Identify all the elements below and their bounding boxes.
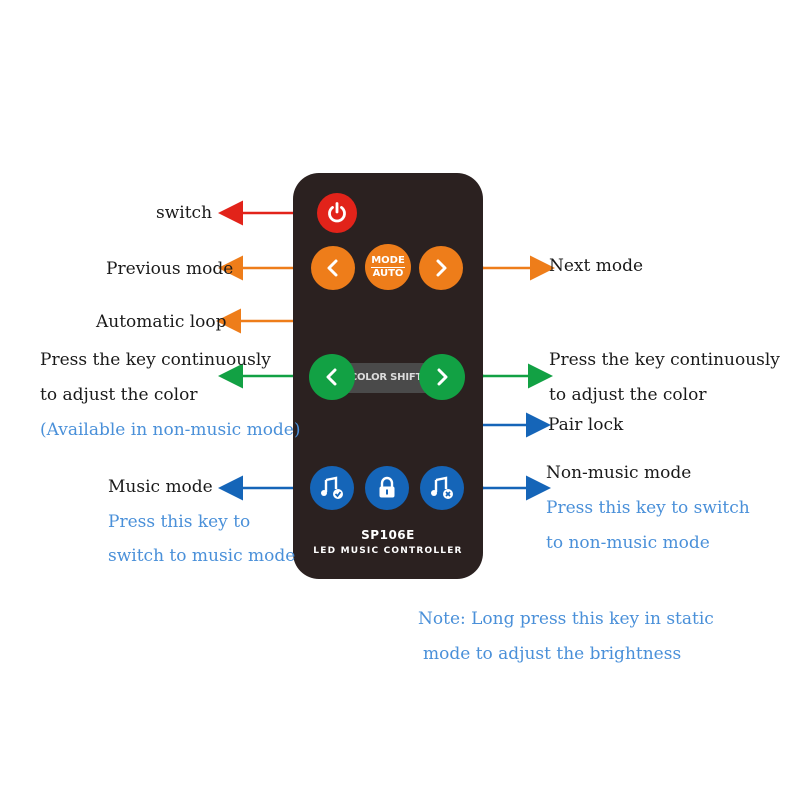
chevron-left-icon	[326, 368, 337, 386]
non-music-mode-button[interactable]	[420, 466, 464, 510]
non-music-desc-line2: to non-music mode	[546, 533, 710, 553]
color-left-note: (Available in non-music mode)	[40, 420, 301, 440]
pair-lock-label: Pair lock	[548, 415, 624, 435]
music-x-icon	[431, 476, 453, 499]
auto-label: AUTO	[372, 268, 404, 279]
non-music-mode-label: Non-music mode	[546, 463, 692, 483]
previous-mode-label: Previous mode	[106, 259, 234, 279]
color-left-label-line2: to adjust the color	[40, 385, 198, 405]
mode-label: MODE	[371, 255, 405, 268]
power-icon	[328, 202, 346, 223]
brightness-note-line2: mode to adjust the brightness	[423, 644, 682, 664]
color-left-label-line1: Press the key continuously	[40, 350, 271, 370]
chevron-left-icon	[327, 259, 338, 277]
automatic-loop-label: Automatic loop	[96, 312, 227, 332]
pair-lock-button[interactable]	[365, 466, 409, 510]
music-check-icon	[321, 476, 343, 499]
chevron-right-icon	[436, 259, 447, 277]
color-right-label-line1: Press the key continuously	[549, 350, 780, 370]
music-mode-button[interactable]	[310, 466, 354, 510]
non-music-desc-line1: Press this key to switch	[546, 498, 750, 518]
model-name: SP106E	[361, 528, 415, 542]
switch-label: switch	[156, 203, 213, 223]
power-button[interactable]	[317, 193, 357, 233]
lock-icon	[379, 476, 395, 498]
music-mode-desc-line2: switch to music mode	[108, 546, 296, 566]
music-mode-label: Music mode	[108, 477, 213, 497]
color-shift-bar: COLOR SHIFT	[340, 363, 432, 393]
model-subtitle: LED MUSIC CONTROLLER	[313, 546, 463, 556]
music-mode-desc-line1: Press this key to	[108, 512, 251, 532]
mode-auto-button[interactable]: MODE AUTO	[365, 244, 411, 290]
next-mode-label: Next mode	[549, 256, 644, 276]
chevron-right-icon	[437, 368, 448, 386]
color-shift-left-button[interactable]	[309, 354, 355, 400]
brightness-note-line1: Note: Long press this key in static	[418, 609, 714, 629]
next-mode-button[interactable]	[419, 246, 463, 290]
color-shift-right-button[interactable]	[419, 354, 465, 400]
previous-mode-button[interactable]	[311, 246, 355, 290]
color-right-label-line2: to adjust the color	[549, 385, 707, 405]
color-shift-label: COLOR SHIFT	[349, 372, 423, 383]
